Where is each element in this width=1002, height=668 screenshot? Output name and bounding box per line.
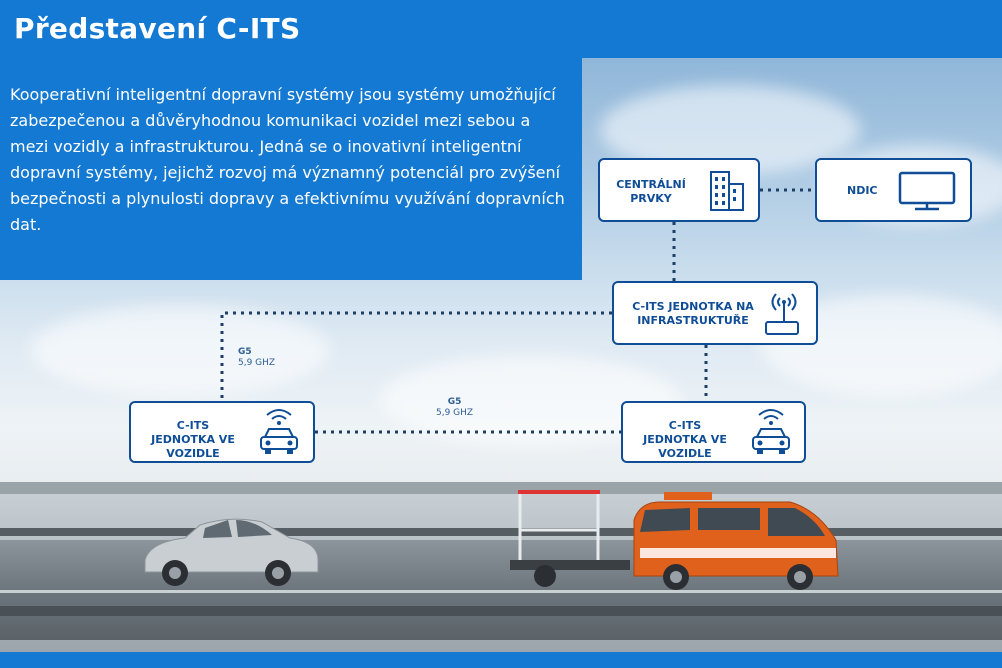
cloud [30,305,330,395]
footer-bar [0,652,1002,668]
node-infra: C-ITS jednotka na infrastruktuře [612,281,818,345]
node-ndic-label: NDIC [847,184,878,197]
node-vehicle-left: C-ITS jednotka ve vozidle [129,401,315,463]
lane-line [0,590,1002,593]
vehicles-illustration [144,490,839,590]
link-left-label: G5 5,9 GHZ [238,347,275,369]
silver-car [144,518,319,586]
connector-infra-vehicle-left [220,311,612,401]
node-central-label: Centrální prvky [616,178,686,205]
monitor-icon [898,171,956,211]
near-barrier [0,606,1002,616]
header-bar: Představení C-ITS [0,0,1002,58]
link-bottom-freq: 5,9 GHZ [436,408,474,418]
signal-trailer [510,490,630,587]
node-vehicle-left-label: C-ITS jednotka ve vozidle [151,419,235,460]
intro-text: Kooperativní inteligentní dopravní systé… [10,85,565,234]
connected-car-icon [260,409,298,454]
node-infra-label: C-ITS jednotka na infrastruktuře [632,300,754,327]
connected-car-icon [752,409,790,454]
node-ndic: NDIC [815,158,972,222]
node-vehicle-right: C-ITS jednotka ve vozidle [621,401,806,463]
link-left-freq: 5,9 GHZ [238,358,276,368]
building-icon [710,171,744,211]
link-left-tech: G5 [238,347,252,357]
page-title: Představení C-ITS [14,12,301,45]
far-barrier [0,482,1002,494]
guardrail [0,528,1002,536]
intro-panel: Kooperativní inteligentní dopravní systé… [0,58,582,280]
node-vehicle-right-label: C-ITS jednotka ve vozidle [643,419,727,460]
antenna-router-icon [765,293,799,335]
link-bottom-label: G5 5,9 GHZ [436,397,473,419]
node-central: Centrální prvky [598,158,760,222]
orange-van [633,492,839,590]
link-bottom-tech: G5 [447,397,462,407]
